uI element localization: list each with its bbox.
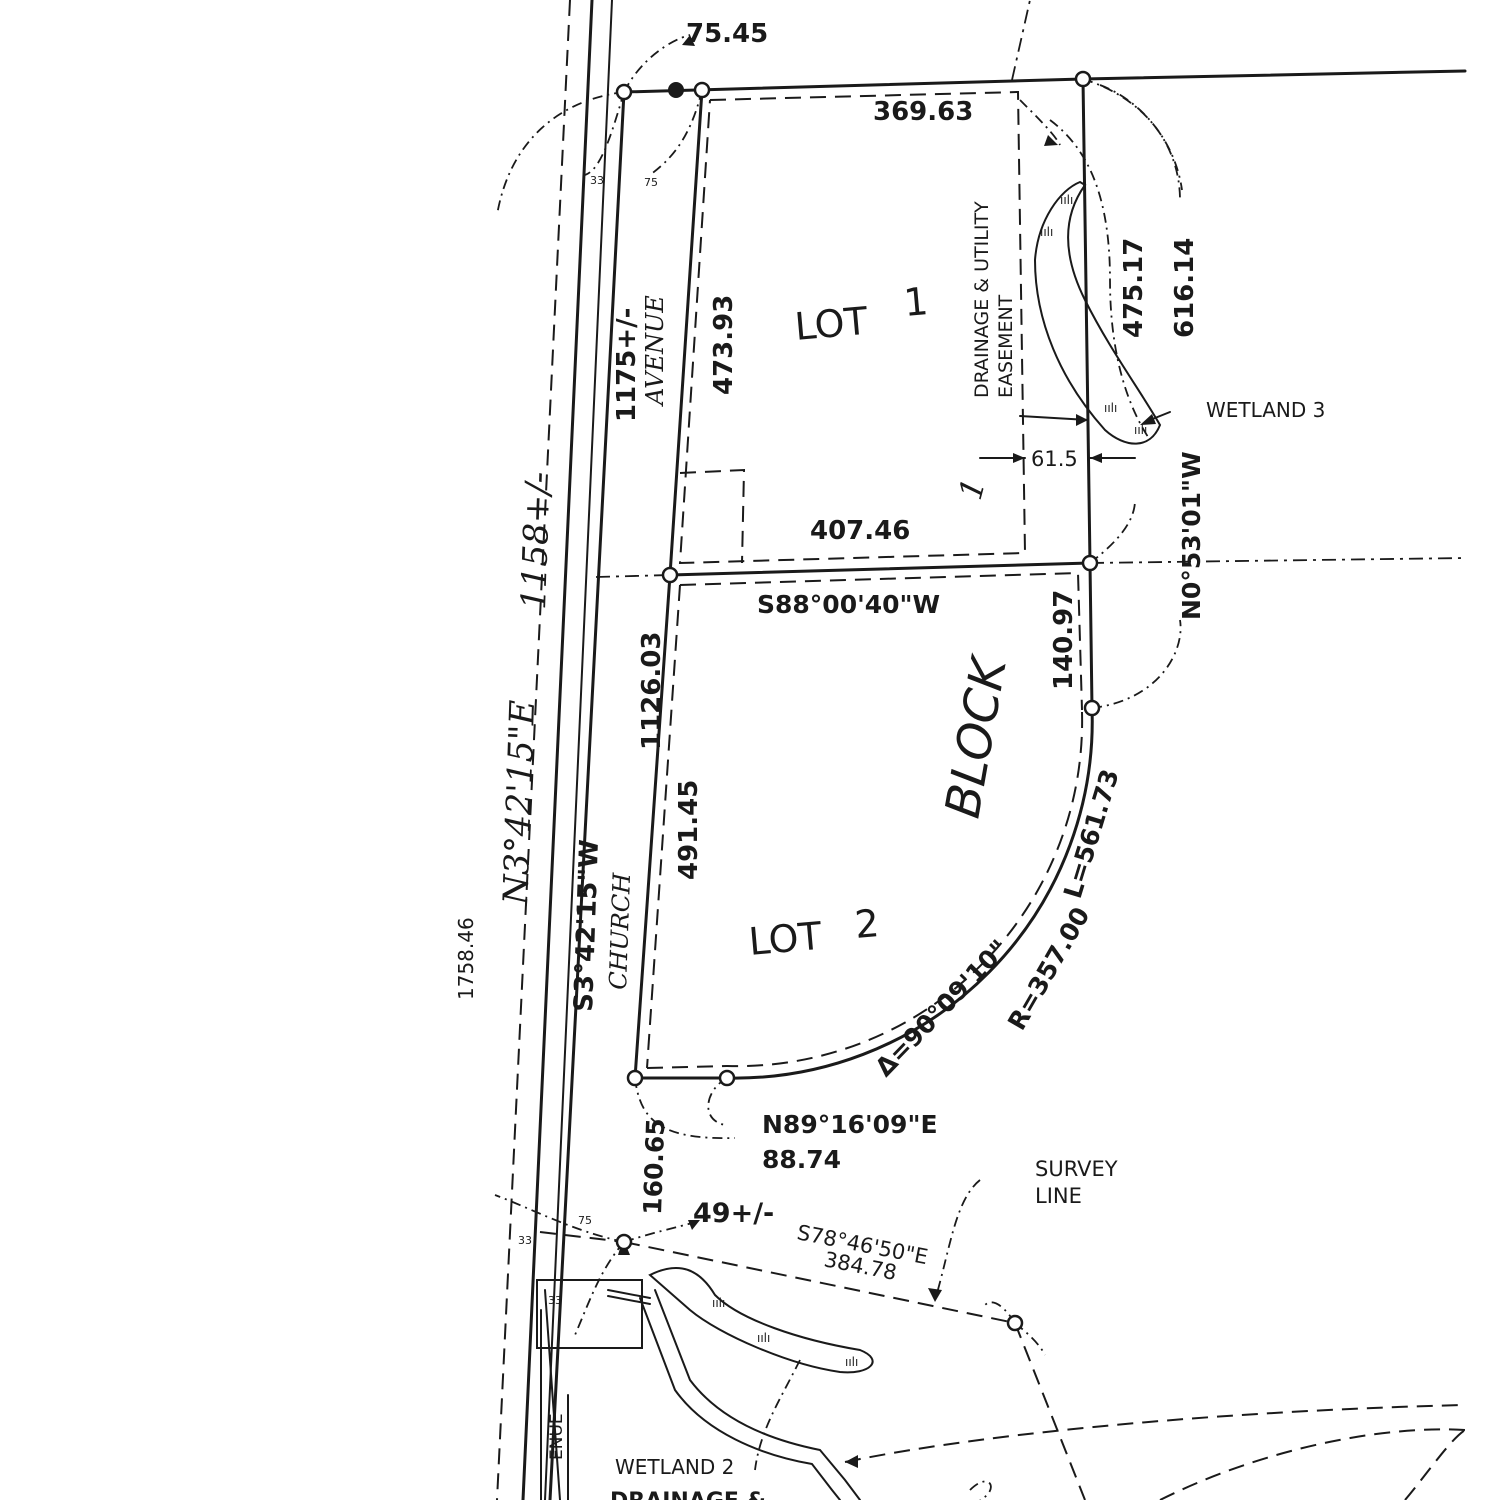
label-lot2-name: LOT — [747, 914, 824, 964]
label-block: BLOCK — [935, 650, 1019, 822]
label-avenue-partial: ENUE — [547, 1413, 567, 1460]
label-south-bearing: S88°00'40"W — [757, 590, 940, 619]
label-road-bearing: S3°42'15"W — [569, 839, 605, 1012]
label-lot1-west: 473.93 — [709, 295, 739, 395]
label-east-total: 616.14 — [1170, 238, 1200, 338]
label-lot1-name: LOT — [793, 299, 870, 349]
section-lines — [595, 0, 1466, 578]
label-lot1-east: 475.17 — [1119, 238, 1149, 338]
label-survey-line: SURVEY — [1035, 1157, 1118, 1181]
label-row-33-bottom-2: 33 — [548, 1294, 562, 1307]
label-total-length: 1758.46 — [454, 917, 478, 1000]
wetland-symbols: ıılı ıılı ıılı ıılı ıılı ıılı ıılı — [712, 193, 1147, 1369]
label-delta: Δ=90°09'10" — [869, 934, 1013, 1082]
label-lot2-south-dist: 88.74 — [762, 1145, 841, 1174]
svg-text:ıılı: ıılı — [1040, 225, 1053, 239]
svg-text:ıılı: ıılı — [845, 1355, 858, 1369]
label-arc-length: L=561.73 — [1058, 766, 1125, 902]
label-approx-49: 49+/- — [693, 1198, 774, 1229]
label-church: CHURCH — [604, 871, 636, 990]
label-row-75-bottom: 75 — [578, 1214, 592, 1227]
label-block-number: 1 — [951, 474, 993, 504]
iron-pins — [615, 70, 1101, 1332]
wetland3-outline — [1033, 84, 1183, 445]
dimension-arrows — [607, 35, 1171, 1468]
label-wetland2: WETLAND 2 — [615, 1455, 734, 1479]
label-lot1-number: 1 — [902, 279, 930, 325]
label-road-length-2: 1158+/- — [514, 471, 559, 610]
label-top-frontage: 75.45 — [686, 19, 768, 49]
label-easement: DRAINAGE & UTILITY — [971, 201, 993, 398]
label-south-frontage: 160.65 — [638, 1118, 670, 1215]
label-lot2-number: 2 — [853, 901, 881, 947]
label-west-bearing: N3°42'15"E — [496, 699, 543, 906]
svg-text:ıılı: ıılı — [712, 1296, 725, 1310]
label-avenue: AVENUE — [641, 295, 669, 407]
lot2-boundary — [633, 561, 1094, 1080]
label-setback: 61.5 — [1031, 447, 1078, 471]
label-lot1-south: 407.46 — [810, 516, 910, 546]
svg-text:ıılı: ıılı — [1060, 193, 1073, 207]
label-row-33-bottom: 33 — [518, 1234, 532, 1247]
svg-text:ıılı: ıılı — [757, 1331, 770, 1345]
label-drainage-partial: DRAINAGE & — [610, 1489, 766, 1500]
survey-line — [539, 1231, 1466, 1500]
label-radius: R=357.00 — [1002, 902, 1095, 1035]
label-survey-line-2: LINE — [1035, 1184, 1082, 1208]
plat-labels: 75.45 369.63 DRAINAGE & UTILITY EASEMENT… — [454, 19, 1325, 1500]
svg-text:ıılı: ıılı — [1104, 401, 1117, 415]
road-lines — [496, 0, 626, 1500]
label-wetland3: WETLAND 3 — [1206, 398, 1325, 422]
wetland2-outline — [536, 1266, 992, 1500]
label-row-75-top: 75 — [644, 176, 658, 189]
label-east-bearing: N0°53'01"W — [1177, 451, 1206, 620]
label-easement-2: EASEMENT — [995, 294, 1017, 398]
label-row-33-top: 33 — [590, 174, 604, 187]
label-road-length: 1175+/- — [612, 308, 642, 422]
label-lot2-east: 140.97 — [1049, 590, 1079, 690]
label-lot2-west-total: 1126.03 — [637, 632, 667, 750]
label-lot2-south-bearing: N89°16'09"E — [762, 1110, 938, 1139]
svg-text:ıılı: ıılı — [1134, 423, 1147, 437]
label-lot1-north: 369.63 — [873, 97, 973, 127]
label-lot2-west: 491.45 — [674, 780, 704, 880]
